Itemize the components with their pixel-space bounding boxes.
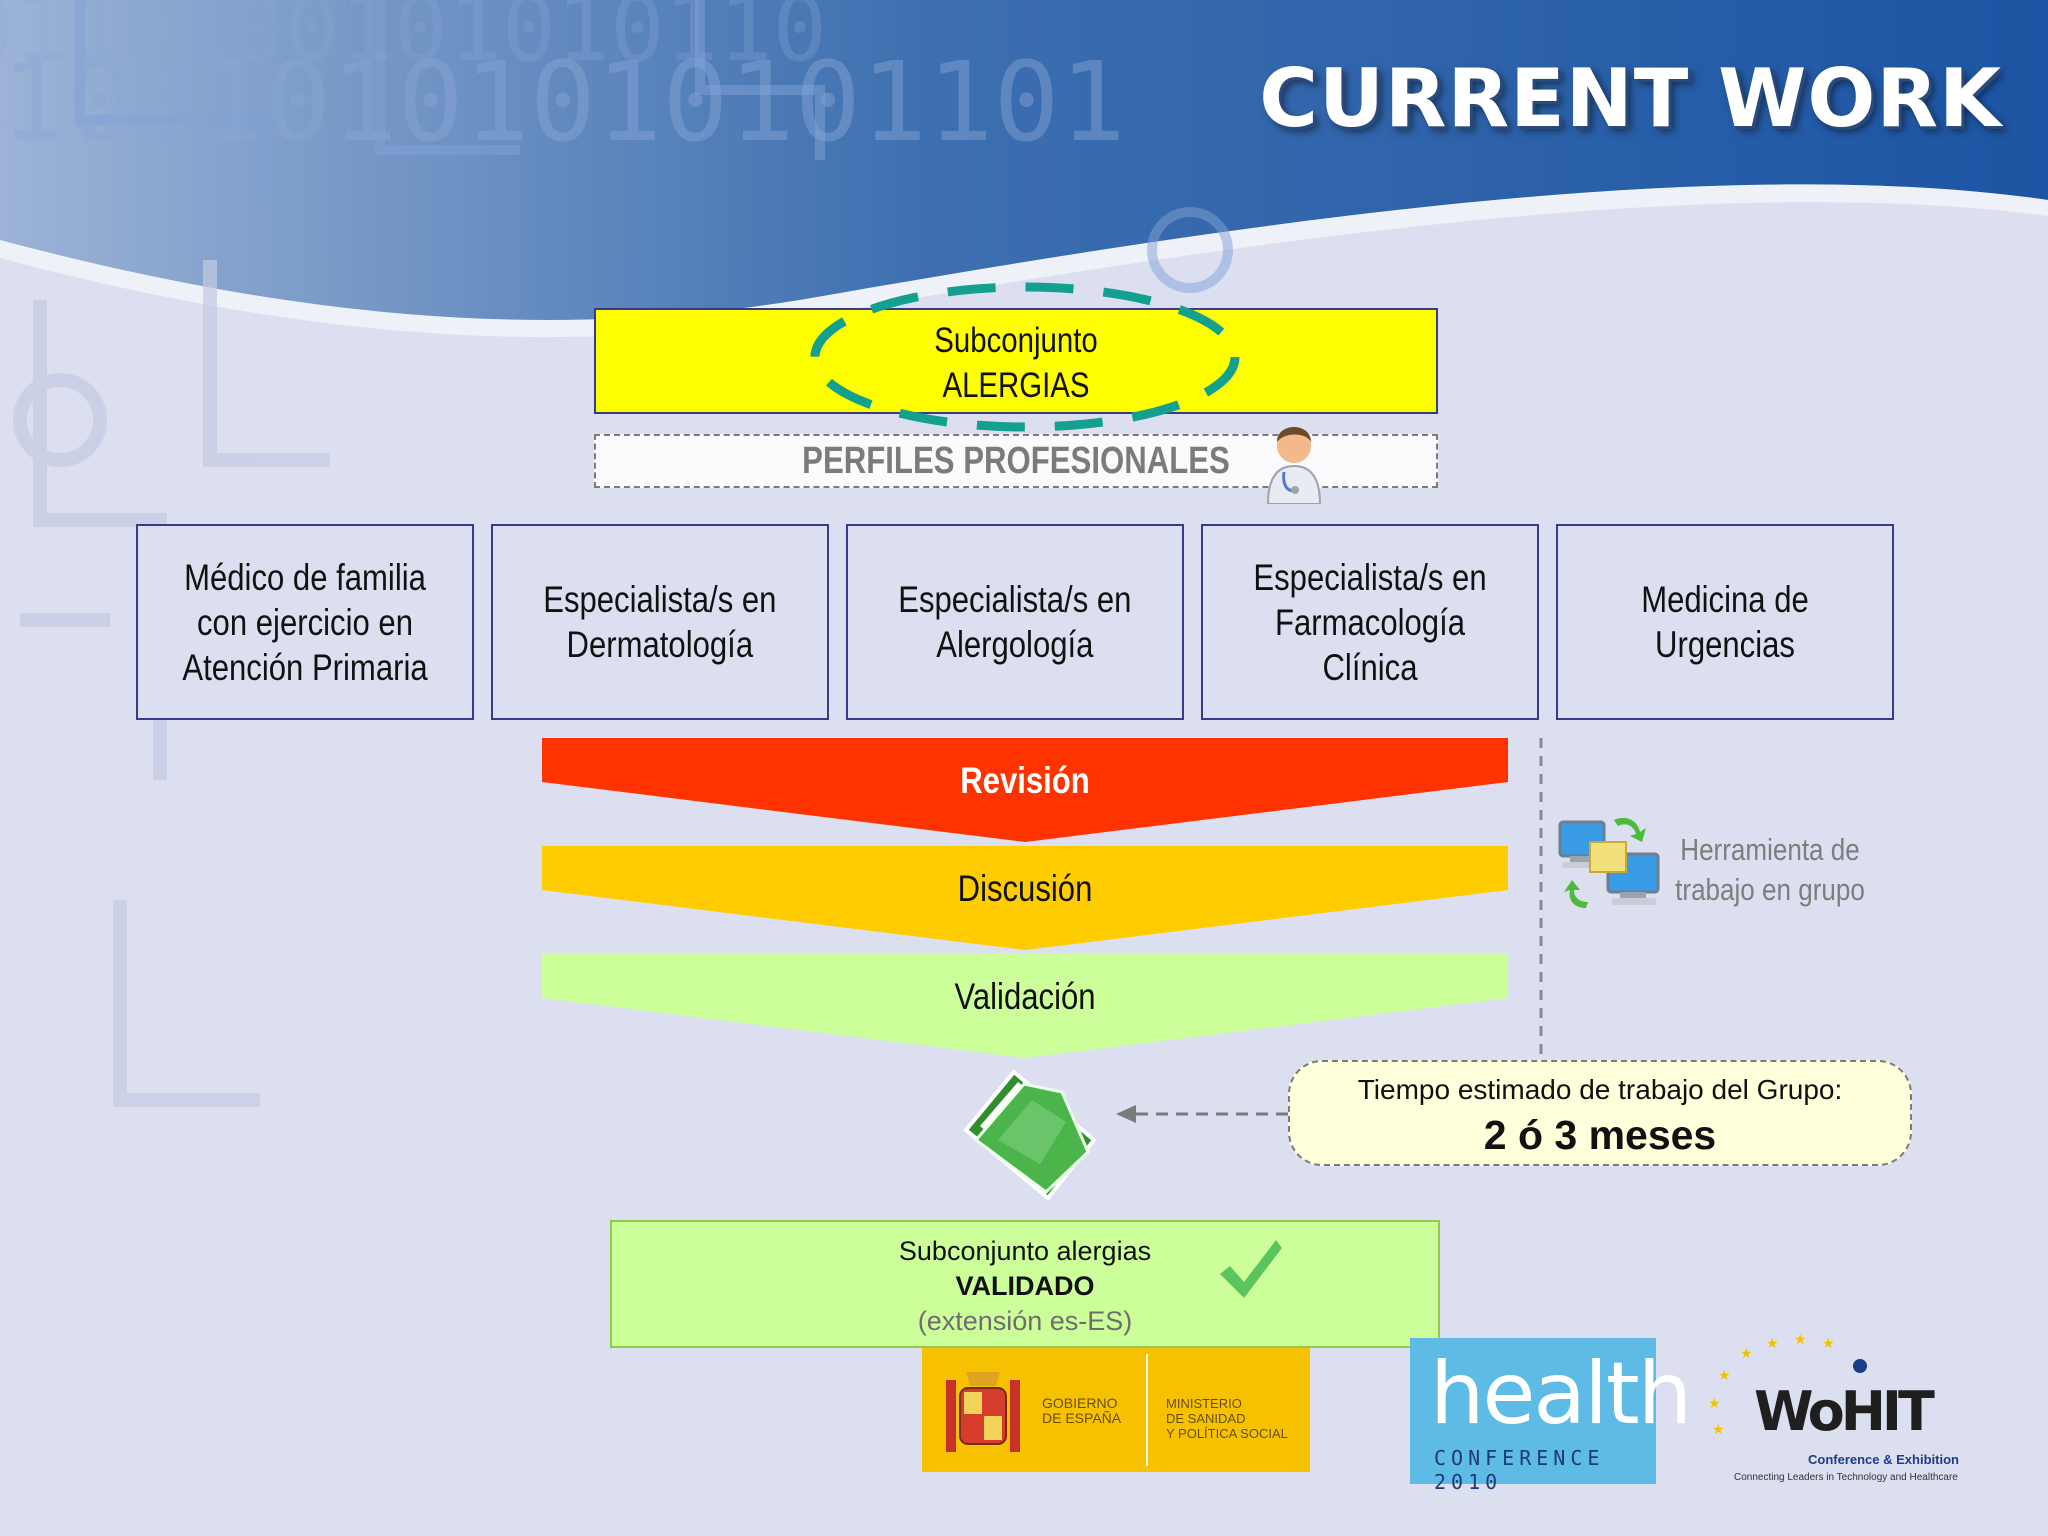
svg-text:★: ★ <box>1740 1345 1753 1361</box>
slide-title: CURRENT WORK <box>1259 52 2002 145</box>
phase-validation-band <box>542 954 1508 1058</box>
profile-family-doctor: Médico de familia con ejercicio en Atenc… <box>136 524 474 720</box>
eu-stars-icon: ★ ★ ★ ★ ★ ★ ★ <box>1708 1331 1867 1437</box>
profile-line: Medicina de Urgencias <box>1641 579 1809 665</box>
profile-line: Farmacología Clínica <box>1274 601 1466 688</box>
validated-box: Subconjunto alergias VALIDADO (extensión… <box>610 1220 1440 1348</box>
svg-text:★: ★ <box>1718 1367 1731 1383</box>
dashed-arrow <box>1116 1105 1288 1123</box>
subset-line1: Subconjunto <box>934 321 1098 360</box>
highlight-ellipse <box>810 282 1240 432</box>
gov-right-line: MINISTERIO <box>1166 1396 1242 1411</box>
government-spain-logo: GOBIERNO DE ESPAÑA MINISTERIO DE SANIDAD… <box>922 1348 1310 1472</box>
subset-label: Subconjunto ALERGIAS <box>662 318 1371 408</box>
gov-right-text: MINISTERIO DE SANIDAD Y POLÍTICA SOCIAL <box>1166 1396 1288 1441</box>
health-word: health <box>1430 1344 1692 1444</box>
gov-left-line: GOBIERNO <box>1042 1395 1118 1411</box>
profile-line: Dermatología <box>566 624 754 665</box>
gov-left-line: DE ESPAÑA <box>1042 1410 1122 1426</box>
svg-text:★: ★ <box>1708 1395 1721 1411</box>
phase-validation-label: Validación <box>954 976 1096 1017</box>
subset-box <box>594 308 1438 414</box>
time-estimate-note: Tiempo estimado de trabajo del Grupo: 2 … <box>1288 1060 1912 1166</box>
profile-line: Atención Primaria <box>182 646 428 688</box>
subset-line2: ALERGIAS <box>942 366 1090 405</box>
time-estimate-value: 2 ó 3 meses <box>1483 1112 1717 1158</box>
gov-right-line: Y POLÍTICA SOCIAL <box>1166 1426 1288 1441</box>
profile-line: Especialista/s en <box>1253 556 1487 598</box>
profiles-header: PERFILES PROFESIONALES <box>802 440 1230 482</box>
svg-text:10010101010101101: 10010101010101101 <box>0 38 1126 166</box>
phase-revision-label: Revisión <box>960 760 1090 801</box>
health-sub: CONFERENCE 2010 <box>1434 1446 1605 1494</box>
wohit-logo: ★ ★ ★ ★ ★ ★ ★ WoHIT Conference & Exhibition… <box>1700 1330 1960 1490</box>
validated-line2: VALIDADO <box>955 1271 1095 1301</box>
profile-line: Especialista/s en <box>543 579 777 620</box>
profile-line: Alergología <box>936 624 1094 665</box>
network-computers-icon <box>1558 817 1660 908</box>
time-estimate-label: Tiempo estimado de trabajo del Grupo: <box>1357 1074 1843 1105</box>
profile-dermatology: Especialista/s en Dermatología <box>491 524 829 720</box>
profile-line: Especialista/s en <box>898 579 1132 620</box>
health-conference-logo: health CONFERENCE 2010 <box>1410 1338 1692 1494</box>
coat-of-arms-icon <box>946 1372 1020 1452</box>
group-tool-line2: trabajo en grupo <box>1675 872 1865 907</box>
dashed-connector <box>1539 738 1543 1062</box>
svg-text:★: ★ <box>1794 1331 1807 1347</box>
doctor-icon <box>1266 427 1322 504</box>
gov-left-text: GOBIERNO DE ESPAÑA <box>1042 1396 1121 1426</box>
profile-allergology: Especialista/s en Alergología <box>846 524 1184 720</box>
svg-text:★: ★ <box>1766 1335 1779 1351</box>
profile-pharmacology: Especialista/s en Farmacología Clínica <box>1201 524 1539 720</box>
phase-revision-band <box>542 738 1508 842</box>
gov-right-line: DE SANIDAD <box>1166 1411 1246 1426</box>
phase-discussion-band <box>542 846 1508 950</box>
checkmark-icon <box>1220 1240 1282 1298</box>
profile-line: Médico de familia <box>184 556 426 598</box>
wohit-sub1: Conference & Exhibition <box>1808 1452 1959 1467</box>
profile-line: con ejercicio en <box>197 601 413 643</box>
wohit-sub2: Connecting Leaders in Technology and Hea… <box>1734 1472 1958 1483</box>
svg-text:0110100101010110: 0110100101010110 <box>0 0 827 82</box>
wohit-word: WoHIT <box>1754 1380 1935 1443</box>
validated-line3: (extensión es-ES) <box>917 1306 1133 1336</box>
svg-text:★: ★ <box>1822 1335 1835 1351</box>
folder-icon <box>963 1069 1097 1201</box>
validated-line1: Subconjunto alergias <box>898 1236 1152 1266</box>
group-tool-line1: Herramienta de <box>1680 832 1860 867</box>
group-tool-label: Herramienta de trabajo en grupo <box>1671 830 1869 910</box>
svg-text:★: ★ <box>1712 1421 1725 1437</box>
profile-emergency: Medicina de Urgencias <box>1556 524 1894 720</box>
phase-discussion-label: Discusión <box>957 868 1093 909</box>
